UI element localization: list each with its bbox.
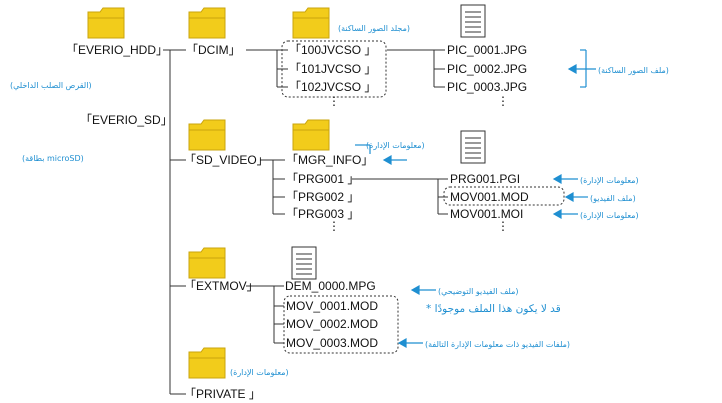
demo-file-note: (ملف الفيديو التوضيحي) <box>438 287 519 296</box>
folder-icon <box>188 247 226 279</box>
jpg-file: PIC_0001.JPG <box>447 43 528 57</box>
sd-video-file: MOV001.MOD <box>450 190 529 204</box>
extmov-file: MOV_0001.MOD <box>286 299 379 313</box>
extmov-file: MOV_0002.MOD <box>286 317 379 331</box>
ellipsis: ⋮ <box>328 94 340 108</box>
document-icon <box>291 246 317 280</box>
prg-folder: 「PRG001 」 <box>286 172 360 186</box>
document-icon <box>460 130 486 164</box>
missing-file-note: * قد لا يكون هذا الملف موجودًا <box>426 303 561 315</box>
jpg-file: PIC_0003.JPG <box>447 80 528 94</box>
sd-video-file-note: (ملف الفيديو) <box>590 194 636 203</box>
sd-video-file-note: (معلومات الإدارة) <box>580 211 639 220</box>
extmov-folder-label: 「EXTMOV」 <box>184 279 259 293</box>
sd-video-file-note: (معلومات الإدارة) <box>580 176 639 185</box>
private-note: (معلومات الإدارة) <box>230 368 289 377</box>
everio-hdd-note: (القرص الصلب الداخلي) <box>10 81 92 90</box>
extmov-file: MOV_0003.MOD <box>286 336 379 350</box>
sd-video-file: MOV001.MOI <box>450 207 524 221</box>
dcim-subfolder: 「100JVCSO 」 <box>289 43 377 57</box>
ellipsis: ⋮ <box>328 219 340 233</box>
dcim-subfolder: 「101JVCSO 」 <box>289 62 377 76</box>
jpg-file: PIC_0002.JPG <box>447 62 528 76</box>
mgr-info-note: (معلومات الإدارة) <box>366 141 425 150</box>
prg-folder: 「PRG002 」 <box>286 190 360 204</box>
folder-icon <box>292 7 330 39</box>
sd-video-folder-label: 「SD_VIDEO」 <box>184 153 269 167</box>
sd-video-file: PRG001.PGI <box>450 172 521 186</box>
dcim-folder-label: 「DCIM」 <box>186 43 241 57</box>
folder-icon <box>292 119 330 151</box>
private-folder-label: 「PRIVATE 」 <box>184 387 261 401</box>
everio-sd-label: 「EVERIO_SD」 <box>80 113 173 127</box>
extmov-files-note: (ملفات الفيديو ذات معلومات الإدارة التال… <box>425 340 570 349</box>
mgr-info-folder: 「MGR_INFO」 <box>286 153 374 167</box>
folder-icon <box>188 119 226 151</box>
ellipsis: ⋮ <box>497 219 509 233</box>
document-icon <box>460 4 486 38</box>
folder-icon <box>188 347 226 379</box>
prg-folder: 「PRG003 」 <box>286 207 360 221</box>
everio-hdd-label: 「EVERIO_HDD」 <box>66 43 169 57</box>
folder-icon <box>87 7 125 39</box>
everio-sd-note: (بطاقة microSD) <box>22 154 84 163</box>
jpg-files-note: (ملف الصور الساكنة) <box>598 66 669 75</box>
folder-icon <box>188 7 226 39</box>
dcim-folders-note: (مجلد الصور الساكنة) <box>338 24 410 33</box>
demo-file: DEM_0000.MPG <box>285 279 376 293</box>
ellipsis: ⋮ <box>497 94 509 108</box>
dcim-subfolder: 「102JVCSO 」 <box>289 80 377 94</box>
